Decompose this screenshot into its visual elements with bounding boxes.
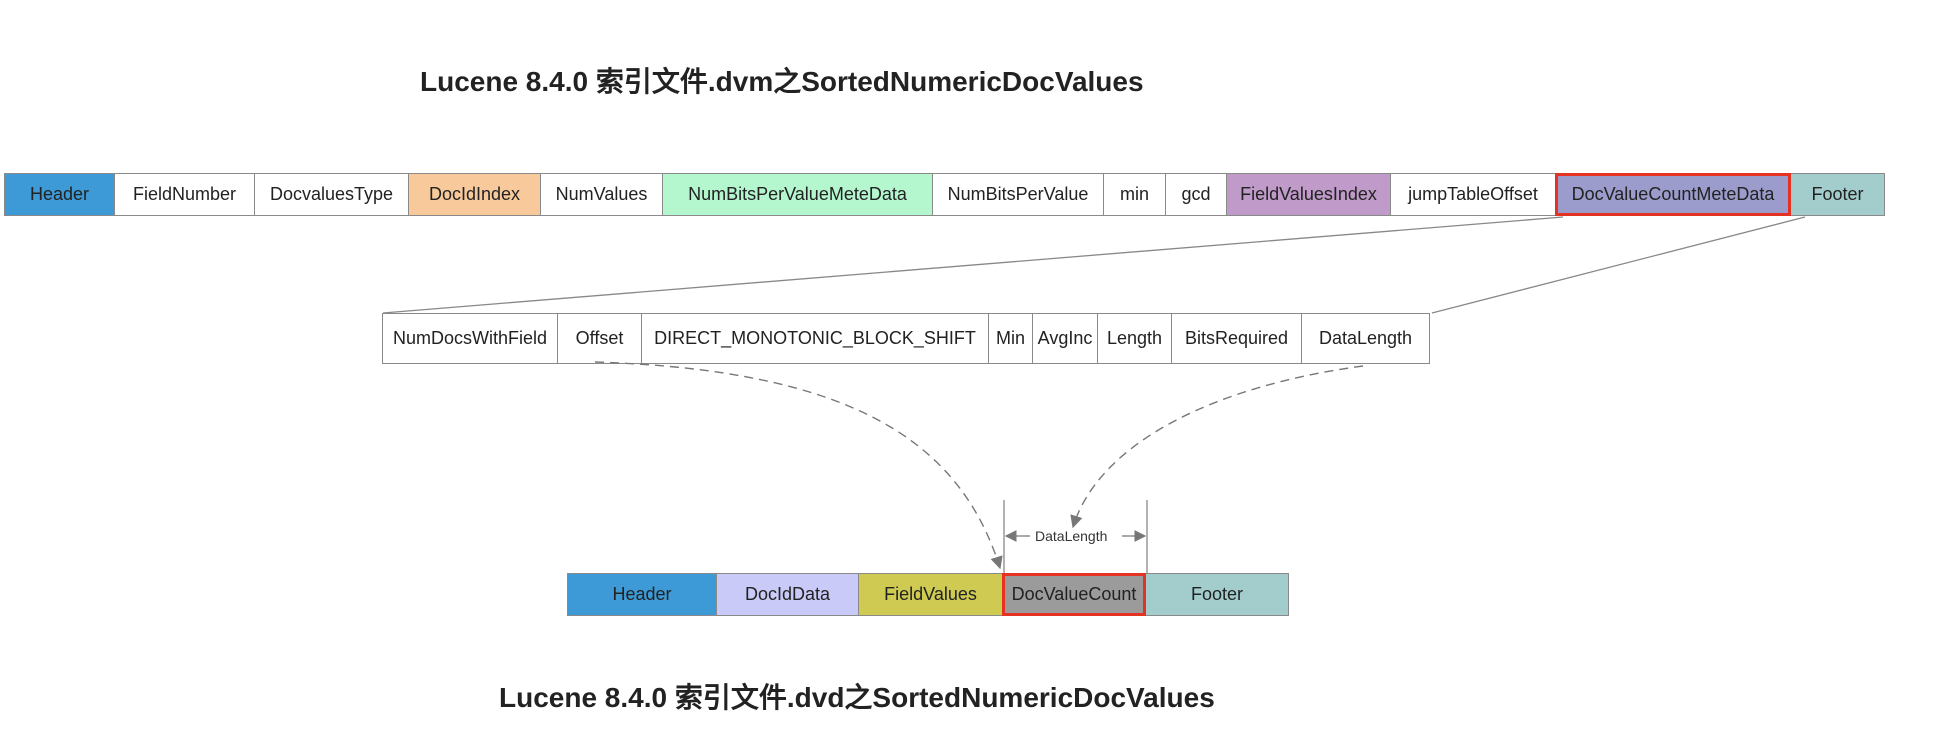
dvd-doc-value-count-cell: DocValueCount	[1002, 573, 1146, 616]
dvd-field-values-cell: FieldValues	[858, 573, 1003, 616]
expand-line-right	[1431, 216, 1806, 314]
data-length-span-label: DataLength	[1033, 528, 1110, 544]
meta-row: NumDocsWithField Offset DIRECT_MONOTONIC…	[382, 313, 1430, 364]
dvm-docvalues-type-cell: DocvaluesType	[254, 173, 409, 216]
meta-min-cell: Min	[988, 313, 1033, 364]
dvm-header-cell: Header	[4, 173, 115, 216]
meta-length-cell: Length	[1097, 313, 1172, 364]
meta-bits-required-cell: BitsRequired	[1171, 313, 1302, 364]
dvm-field-values-index-cell: FieldValuesIndex	[1226, 173, 1391, 216]
dvm-title: Lucene 8.4.0 索引文件.dvm之SortedNumericDocVa…	[420, 66, 1144, 97]
dvm-footer-cell: Footer	[1790, 173, 1885, 216]
meta-direct-monotonic-block-shift-cell: DIRECT_MONOTONIC_BLOCK_SHIFT	[641, 313, 989, 364]
dvm-jump-table-offset-cell: jumpTableOffset	[1390, 173, 1556, 216]
dvm-min-cell: min	[1103, 173, 1166, 216]
meta-data-length-cell: DataLength	[1301, 313, 1430, 364]
dvd-title: Lucene 8.4.0 索引文件.dvd之SortedNumericDocVa…	[499, 682, 1215, 713]
data-length-arrow	[1070, 365, 1364, 529]
dvm-num-bits-per-value-cell: NumBitsPerValue	[932, 173, 1104, 216]
meta-avginc-cell: AvgInc	[1032, 313, 1098, 364]
dvm-num-bits-per-value-metedata-cell: NumBitsPerValueMeteData	[662, 173, 933, 216]
dvm-row: Header FieldNumber DocvaluesType DocIdIn…	[4, 173, 1885, 216]
dvm-gcd-cell: gcd	[1165, 173, 1227, 216]
dvd-row: Header DocIdData FieldValues DocValueCou…	[567, 573, 1289, 616]
meta-num-docs-with-field-cell: NumDocsWithField	[382, 313, 558, 364]
meta-offset-cell: Offset	[557, 313, 642, 364]
dvd-footer-cell: Footer	[1145, 573, 1289, 616]
offset-arrow	[594, 361, 1003, 570]
expand-line-left	[382, 216, 1564, 314]
dvm-doc-value-count-metedata-cell: DocValueCountMeteData	[1555, 173, 1791, 216]
